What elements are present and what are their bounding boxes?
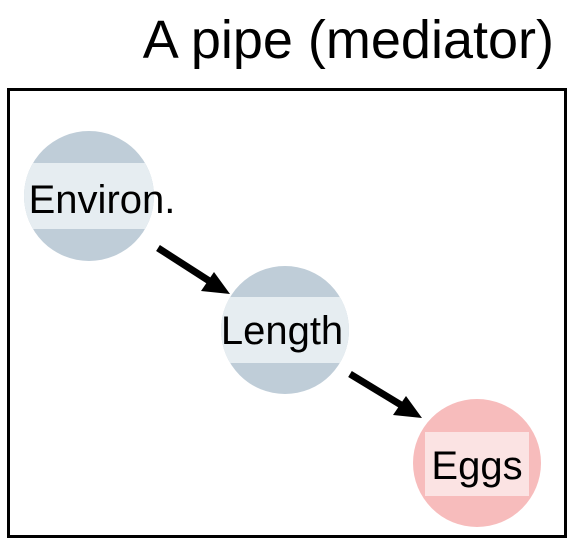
node-length: Length xyxy=(221,266,349,394)
diagram-title: A pipe (mediator) xyxy=(142,10,554,70)
diagram-frame xyxy=(7,88,567,538)
node-eggs: Eggs xyxy=(413,399,541,527)
node-band xyxy=(425,432,529,496)
arrowhead-icon xyxy=(201,272,230,294)
node-label-length: Length xyxy=(221,309,343,353)
node-label-environ: Environ. xyxy=(29,178,176,222)
node-band xyxy=(24,163,154,229)
edge-environ-to-length xyxy=(156,245,230,294)
arrowhead-icon xyxy=(393,396,422,418)
edge-length-to-eggs xyxy=(348,371,422,418)
node-environ: Environ. xyxy=(24,131,175,261)
node-label-eggs: Eggs xyxy=(431,444,522,488)
node-band xyxy=(221,297,349,363)
